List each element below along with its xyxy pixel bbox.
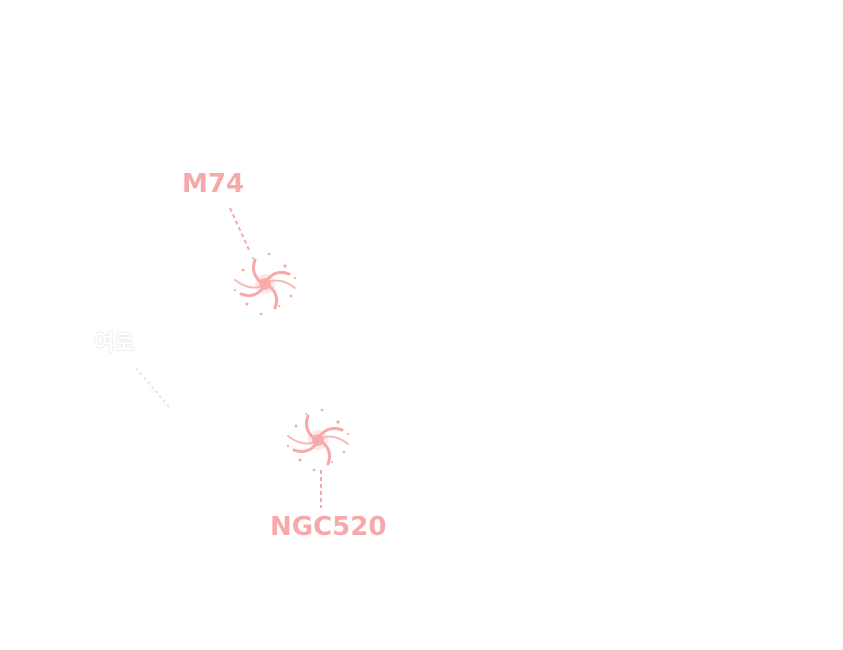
faint-object-label: 여로 <box>94 331 135 356</box>
spiral-galaxy-icon[interactable] <box>232 251 298 317</box>
spiral-galaxy-icon[interactable] <box>285 407 351 473</box>
faint-leader-line <box>135 367 171 409</box>
m74-label: M74 <box>182 169 245 199</box>
ngc520-label: NGC520 <box>270 512 387 542</box>
m74-leader-line <box>229 207 251 253</box>
